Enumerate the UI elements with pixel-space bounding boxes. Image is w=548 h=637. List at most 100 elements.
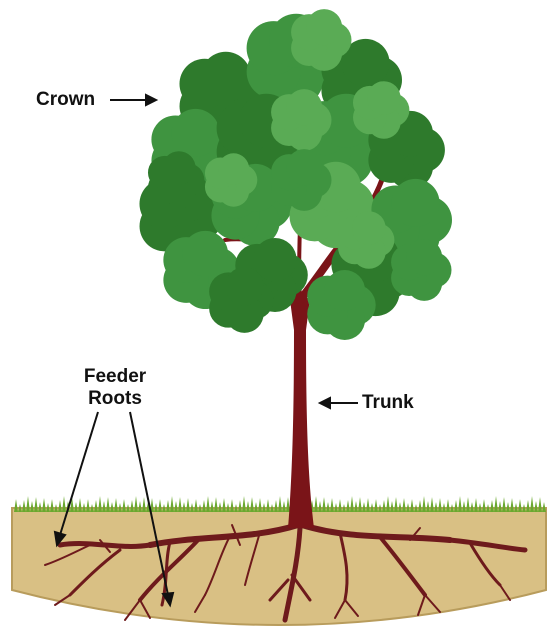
grass-blade: [366, 498, 370, 512]
grass-blade: [346, 500, 350, 512]
crown-foliage: [139, 9, 452, 340]
grass-blade: [318, 501, 322, 512]
grass-blade: [466, 497, 470, 512]
feeder-label-line1: Feeder: [63, 366, 167, 388]
grass-blade: [374, 499, 378, 512]
grass-blade: [166, 500, 170, 512]
foliage-cluster: [172, 109, 220, 157]
grass-blade: [122, 499, 126, 512]
foliage-cluster: [286, 149, 322, 185]
grass-blade: [134, 496, 138, 512]
grass-blade: [282, 501, 286, 512]
grass-blade: [14, 499, 18, 512]
grass-blade: [250, 497, 254, 512]
grass-blade: [158, 499, 162, 512]
foliage-cluster: [201, 52, 251, 102]
grass-blade: [390, 501, 394, 512]
grass-blade: [238, 500, 242, 512]
grass-blade: [518, 499, 522, 512]
grass-blade: [78, 498, 82, 512]
grass-blade: [358, 497, 362, 512]
grass-blade: [26, 496, 30, 512]
grass-blade: [222, 498, 226, 512]
grass-blade: [322, 497, 326, 512]
soil: [12, 508, 546, 625]
grass-blade: [426, 501, 430, 512]
foliage-cluster: [162, 151, 196, 185]
grass-blade: [178, 497, 182, 512]
grass-blade: [498, 501, 502, 512]
grass-blade: [354, 501, 358, 512]
grass-blade: [430, 497, 434, 512]
grass-blade: [338, 499, 342, 512]
foliage-cluster: [182, 231, 228, 277]
grass-blade: [58, 500, 62, 512]
grass-blade: [258, 498, 262, 512]
grass-blade: [102, 501, 106, 512]
foliage-cluster: [286, 89, 322, 125]
grass-blade: [526, 500, 530, 512]
grass-blade: [410, 499, 414, 512]
grass-blade: [246, 501, 250, 512]
trunk-label: Trunk: [362, 392, 414, 414]
grass-blade: [330, 498, 334, 512]
grass-blade: [446, 499, 450, 512]
grass-blade: [202, 500, 206, 512]
grass-blade: [462, 501, 466, 512]
grass-blade: [130, 500, 134, 512]
grass-blade: [170, 496, 174, 512]
grass-blade: [98, 496, 102, 512]
grass-blade: [194, 499, 198, 512]
grass-blade: [482, 499, 486, 512]
foliage-cluster: [225, 267, 263, 305]
grass-blade: [458, 496, 462, 512]
grass-blade: [94, 500, 98, 512]
foliage-cluster: [352, 211, 386, 245]
grass-blade: [86, 499, 90, 512]
grass-blade: [30, 501, 34, 512]
grass-blade: [386, 496, 390, 512]
foliage-cluster: [324, 270, 365, 311]
grass-blade: [242, 496, 246, 512]
grass-blade: [266, 499, 270, 512]
grass-blade: [186, 498, 190, 512]
grass-blade: [418, 500, 422, 512]
grass-blade: [278, 496, 282, 512]
grass-blade: [314, 496, 318, 512]
grass-blade: [50, 499, 54, 512]
grass-blade: [214, 497, 218, 512]
grass-blade: [206, 496, 210, 512]
feeder-label-line2: Roots: [63, 388, 167, 410]
foliage-cluster: [392, 179, 440, 227]
grass-blade: [490, 500, 494, 512]
grass-blade: [274, 500, 278, 512]
grass-blade: [502, 497, 506, 512]
grass-blade: [510, 498, 514, 512]
grass-blade: [538, 497, 542, 512]
grass-blade: [474, 498, 478, 512]
grass-blade: [34, 497, 38, 512]
grass-blade: [534, 501, 538, 512]
grass-blade: [174, 501, 178, 512]
grass-blade: [142, 497, 146, 512]
foliage-cluster: [306, 9, 342, 45]
crown-arrow-head: [146, 95, 156, 105]
grass-blade: [454, 500, 458, 512]
grass-blade: [350, 496, 354, 512]
grass-blade: [402, 498, 406, 512]
grass-blade: [114, 498, 118, 512]
foliage-cluster: [218, 153, 249, 184]
feeder-roots-label: Feeder Roots: [63, 366, 167, 410]
grass-blade: [382, 500, 386, 512]
grass-blade: [438, 498, 442, 512]
foliage-cluster: [367, 81, 401, 115]
trunk-arrow-head: [320, 398, 330, 408]
grass-blade: [210, 501, 214, 512]
grass-blade: [530, 496, 534, 512]
grass-blade: [22, 500, 26, 512]
grass-blade: [422, 496, 426, 512]
foliage-cluster: [253, 238, 296, 281]
foliage-cluster: [406, 239, 442, 275]
grass-blade: [138, 501, 142, 512]
trunk: [288, 292, 314, 528]
